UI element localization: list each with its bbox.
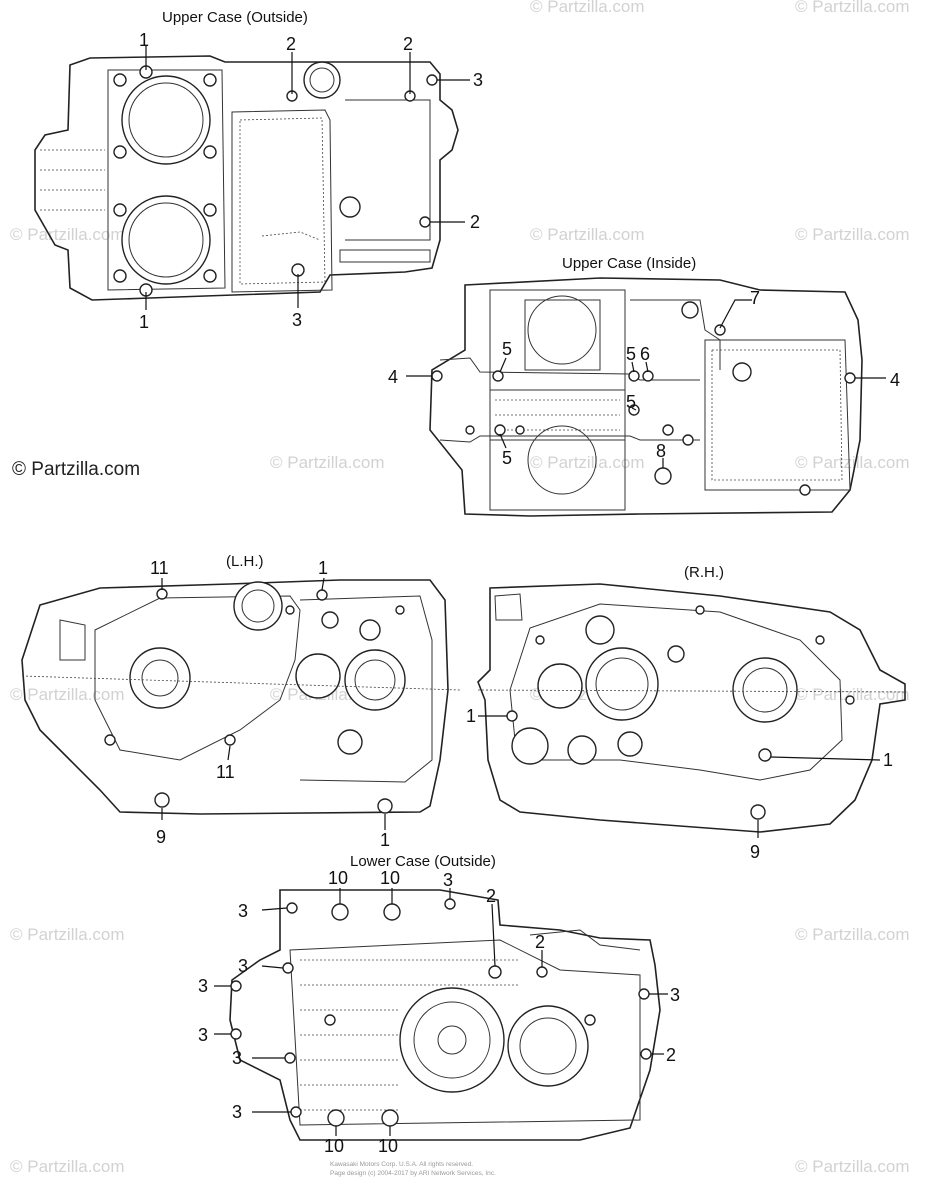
callout-2: 2 [286, 34, 296, 54]
callout-2: 2 [470, 212, 480, 232]
watermark: © Partzilla.com [530, 0, 645, 16]
callout-5: 5 [626, 392, 636, 412]
callout-1: 1 [139, 312, 149, 332]
callout-1: 1 [318, 558, 328, 578]
callout-3: 3 [238, 956, 248, 976]
upper-case-inside: Upper Case (Inside) [388, 255, 900, 517]
leader-lines [478, 715, 881, 838]
watermark: © Partzilla.com [10, 925, 125, 944]
callout-3: 3 [232, 1048, 242, 1068]
watermark: © Partzilla.com [795, 685, 910, 704]
callout-3: 3 [198, 1025, 208, 1045]
callout-1: 1 [883, 750, 893, 770]
copyright-line: Kawasaki Motors Corp. U.S.A. All rights … [330, 1161, 473, 1168]
bolt-holes [113, 65, 438, 297]
callout-6: 6 [640, 344, 650, 364]
leader-lines [161, 577, 386, 830]
upper-case-outside: Upper Case (Outside) [34, 9, 483, 332]
partzilla-watermark-main: © Partzilla.com [12, 459, 140, 480]
callout-9: 9 [750, 842, 760, 862]
watermark: © Partzilla.com [795, 0, 910, 16]
title-lower-case-outside: Lower Case (Outside) [350, 853, 496, 870]
leader-lines [406, 299, 886, 468]
callout-10: 10 [378, 1136, 398, 1156]
callout-1: 1 [466, 706, 476, 726]
watermark: © Partzilla.com [795, 1157, 910, 1176]
callout-2: 2 [403, 34, 413, 54]
callout-3: 3 [443, 870, 453, 890]
callout-5: 5 [502, 339, 512, 359]
callout-2: 2 [666, 1045, 676, 1065]
callout-10: 10 [380, 868, 400, 888]
left-hand-case: (L.H.) 11 [21, 553, 461, 850]
watermark: © Partzilla.com [10, 685, 125, 704]
callout-4: 4 [890, 370, 900, 390]
watermark: © Partzilla.com [795, 453, 910, 472]
callout-3: 3 [232, 1102, 242, 1122]
callout-2: 2 [535, 932, 545, 952]
copyright-footer: Kawasaki Motors Corp. U.S.A. All rights … [330, 1161, 496, 1177]
callout-9: 9 [156, 827, 166, 847]
lower-case-outside: Lower Case (Outside) [198, 853, 680, 1156]
callout-3: 3 [198, 976, 208, 996]
copyright-line: Page design (c) 2004-2017 by ARI Network… [330, 1170, 496, 1177]
callout-5: 5 [626, 344, 636, 364]
watermark: © Partzilla.com [530, 453, 645, 472]
watermark: © Partzilla.com [270, 453, 385, 472]
callout-10: 10 [328, 868, 348, 888]
watermark: © Partzilla.com [530, 225, 645, 244]
title-rh: (R.H.) [684, 564, 724, 581]
callout-10: 10 [324, 1136, 344, 1156]
right-hand-case: (R.H.) 1 1 9 [466, 564, 906, 862]
title-upper-case-inside: Upper Case (Inside) [562, 255, 696, 272]
callout-7: 7 [750, 288, 760, 308]
callout-5: 5 [502, 448, 512, 468]
callout-8: 8 [656, 441, 666, 461]
title-upper-case-outside: Upper Case (Outside) [162, 9, 308, 26]
callout-3: 3 [473, 70, 483, 90]
bolt-holes [506, 605, 855, 820]
callout-3: 3 [238, 901, 248, 921]
callout-4: 4 [388, 367, 398, 387]
watermark: © Partzilla.com [795, 225, 910, 244]
bolt-holes [104, 588, 405, 814]
callout-3: 3 [670, 985, 680, 1005]
leader-lines [214, 888, 668, 1136]
title-lh: (L.H.) [226, 553, 264, 570]
watermark: © Partzilla.com [10, 225, 125, 244]
watermark: © Partzilla.com [10, 1157, 125, 1176]
callout-3: 3 [292, 310, 302, 330]
callout-11: 11 [216, 762, 235, 782]
callout-1: 1 [380, 830, 390, 850]
callout-1: 1 [139, 30, 149, 50]
watermark: © Partzilla.com [795, 925, 910, 944]
callout-2: 2 [486, 886, 496, 906]
leader-lines [145, 45, 470, 310]
callout-11: 11 [150, 558, 169, 578]
bolt-holes [431, 324, 856, 496]
